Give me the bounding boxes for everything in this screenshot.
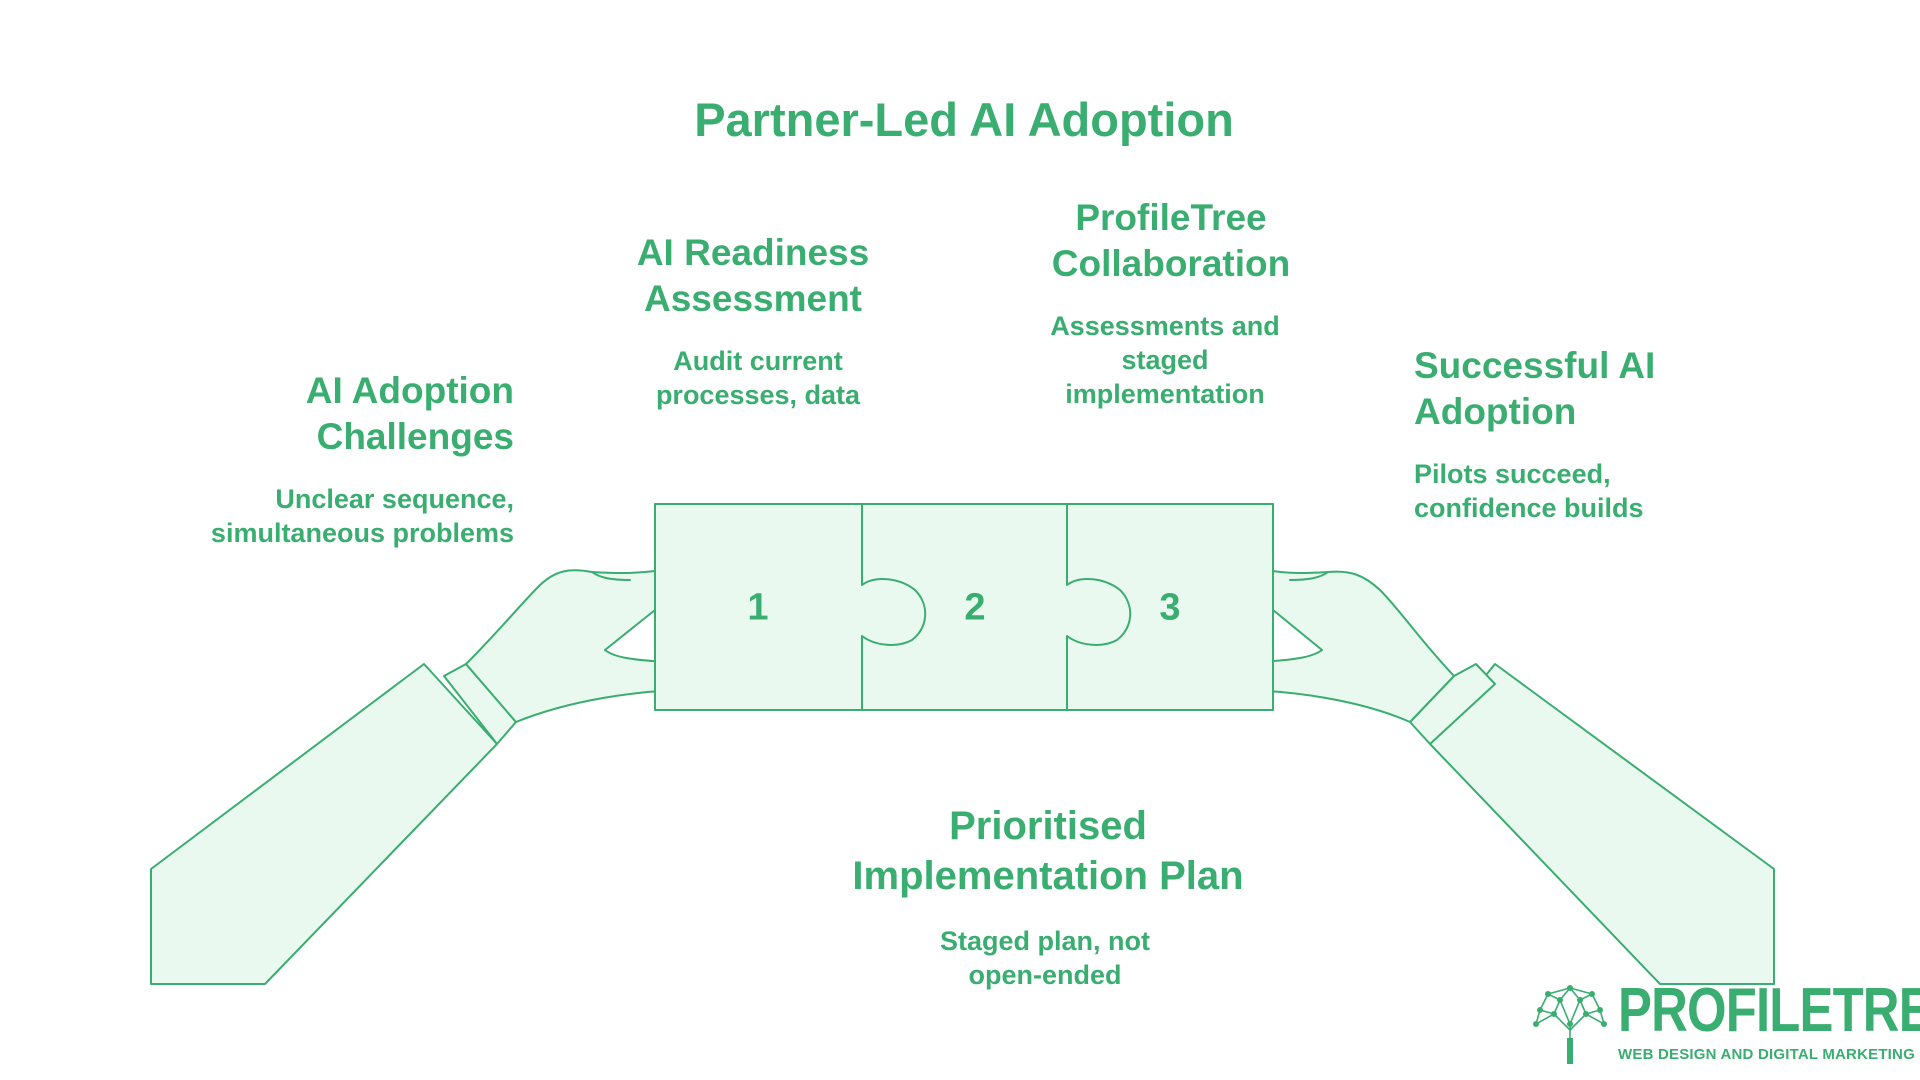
step-3-heading: ProfileTree Collaboration xyxy=(1051,197,1291,284)
step-1-heading: AI Adoption Challenges xyxy=(305,370,514,457)
step-5-description: Staged plan, not open-ended xyxy=(939,926,1150,990)
puzzle-piece-1-number: 1 xyxy=(747,586,769,629)
step-2-heading: AI Readiness Assessment xyxy=(636,232,870,319)
logo-brand-name: PROFILETREE xyxy=(1618,976,1920,1045)
step-2-description: Audit current processes, data xyxy=(655,346,861,410)
puzzle-piece-3-number: 3 xyxy=(1159,586,1181,629)
right-hand-icon xyxy=(1229,570,1775,985)
puzzle-piece-2-number: 2 xyxy=(964,586,986,629)
profiletree-logo: PROFILETREE WEB DESIGN AND DIGITAL MARKE… xyxy=(1530,980,1920,1070)
step-4-description: Pilots succeed, confidence builds xyxy=(1414,459,1644,523)
left-hand-icon xyxy=(150,569,697,985)
step-3-description: Assessments and staged implementation xyxy=(1050,311,1280,409)
step-1-description: Unclear sequence, simultaneous problems xyxy=(210,484,514,548)
puzzle-icon xyxy=(654,503,1274,711)
page-title: Partner-Led AI Adoption xyxy=(694,93,1234,146)
tree-logo-icon xyxy=(1533,985,1607,1064)
step-4-heading: Successful AI Adoption xyxy=(1414,345,1656,432)
step-5-heading: Prioritised Implementation Plan xyxy=(852,804,1244,898)
logo-tagline: WEB DESIGN AND DIGITAL MARKETING xyxy=(1618,1046,1915,1063)
